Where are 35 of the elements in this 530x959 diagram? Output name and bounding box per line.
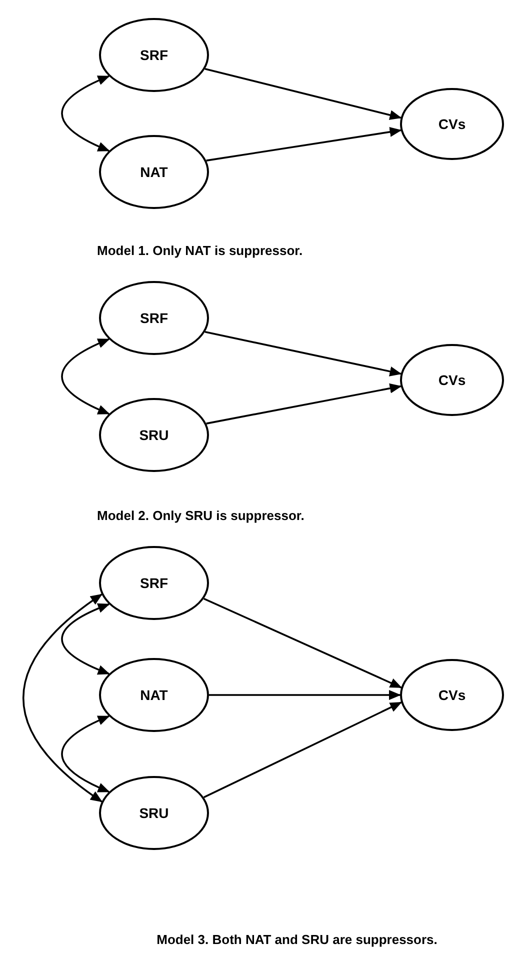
double-headed-arrow bbox=[61, 75, 110, 152]
model-caption: Model 3. Both NAT and SRU are suppressors. bbox=[156, 932, 438, 947]
node-label: SRF bbox=[140, 47, 168, 63]
ellipse-node bbox=[400, 659, 504, 731]
node-label: CVs bbox=[438, 116, 466, 132]
ellipse-node bbox=[99, 281, 209, 355]
double-headed-arrow bbox=[61, 715, 110, 793]
arrow bbox=[203, 702, 402, 798]
node-label: NAT bbox=[140, 164, 168, 180]
arrow bbox=[204, 330, 402, 376]
arrow bbox=[204, 68, 402, 120]
ellipse-node bbox=[99, 546, 209, 620]
double-headed-arrow bbox=[61, 603, 110, 675]
ellipse-node bbox=[99, 18, 209, 92]
arrow bbox=[209, 690, 401, 700]
node-label: SRU bbox=[139, 427, 169, 443]
double-headed-arrow bbox=[61, 338, 110, 415]
arrow bbox=[206, 127, 402, 162]
node-label: SRF bbox=[140, 575, 168, 591]
arrow bbox=[206, 383, 402, 424]
node-label: NAT bbox=[140, 687, 168, 703]
model-caption: Model 1. Only NAT is suppressor. bbox=[97, 243, 303, 258]
double-headed-arrow bbox=[22, 594, 102, 802]
node-label: CVs bbox=[438, 687, 466, 703]
arrow bbox=[203, 598, 402, 688]
node-label: SRF bbox=[140, 310, 168, 326]
model-caption: Model 2. Only SRU is suppressor. bbox=[97, 508, 304, 523]
ellipse-node bbox=[99, 398, 209, 472]
ellipse-node bbox=[99, 135, 209, 209]
ellipse-node bbox=[99, 658, 209, 732]
ellipse-node bbox=[99, 776, 209, 850]
node-label: CVs bbox=[438, 372, 466, 388]
ellipse-node bbox=[400, 88, 504, 160]
node-label: SRU bbox=[139, 805, 169, 821]
ellipse-node bbox=[400, 344, 504, 416]
